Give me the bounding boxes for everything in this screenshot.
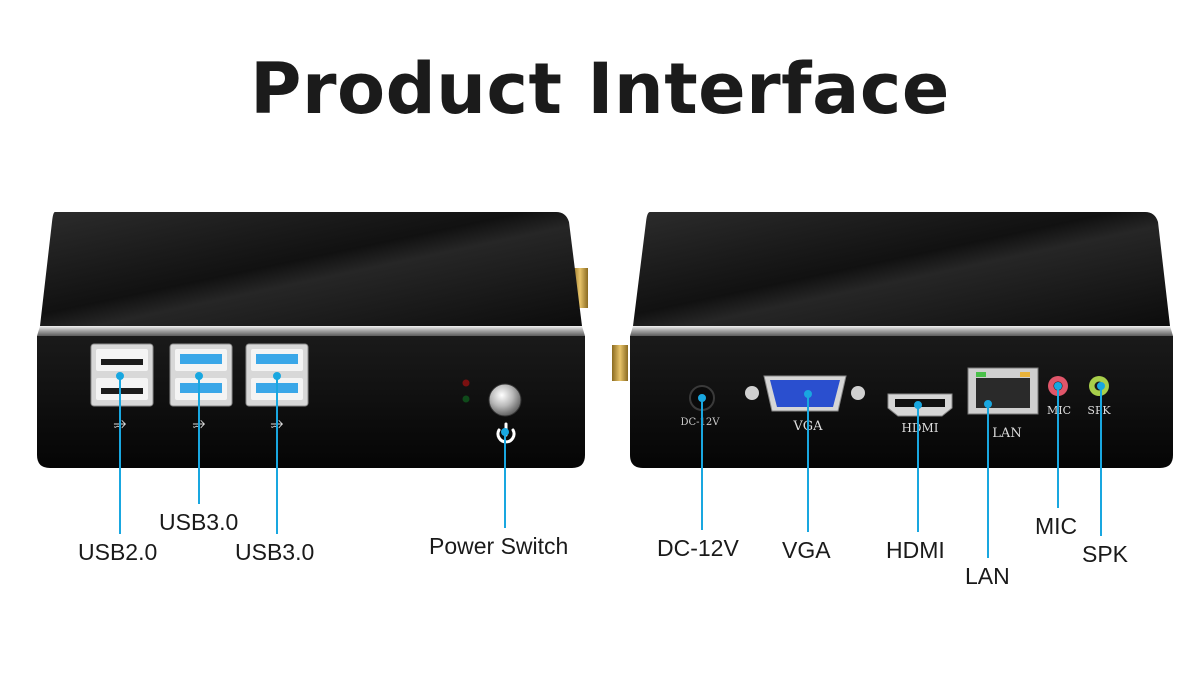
antenna-connector <box>612 345 628 381</box>
front-unit-bezel <box>37 326 585 336</box>
callout-label-usb2: USB2.0 <box>78 539 158 565</box>
callout-dot <box>984 400 992 408</box>
front-unit: ⭌ ⭌ ⭌ <box>37 212 588 468</box>
callout-dot <box>1097 382 1105 390</box>
lan-silkscreen: LAN <box>992 426 1021 441</box>
rear-unit-top <box>633 212 1170 326</box>
status-led-green <box>462 395 470 403</box>
callout-label-mic: MIC <box>1035 513 1078 539</box>
rear-unit-bezel <box>630 326 1173 336</box>
callout-label-spk: SPK <box>1082 541 1129 567</box>
callout-lines <box>116 372 1105 558</box>
front-unit-top <box>40 212 582 326</box>
page-title: Product Interface <box>250 48 950 130</box>
callout-dot <box>116 372 124 380</box>
callout-label-hdmi: HDMI <box>886 537 945 563</box>
dc-silkscreen: DC-12V <box>681 417 721 428</box>
callout-dot <box>273 372 281 380</box>
hdmi-silkscreen: HDMI <box>901 421 938 435</box>
callout-label-usb3-b: USB3.0 <box>235 539 315 565</box>
callout-dot <box>195 372 203 380</box>
callout-label-lan: LAN <box>965 563 1010 589</box>
callout-dot <box>804 390 812 398</box>
callout-dot <box>698 394 706 402</box>
callout-label-dc: DC-12V <box>657 535 739 561</box>
callout-label-power: Power Switch <box>429 533 569 559</box>
spk-silkscreen: SPK <box>1087 404 1111 417</box>
power-button <box>488 383 522 417</box>
rear-unit: DC-12V VGA HDMI LAN MIC <box>612 212 1173 468</box>
callout-dot <box>501 428 509 436</box>
callout-label-usb3-a: USB3.0 <box>159 509 239 535</box>
lan-port <box>967 367 1039 415</box>
status-led-red <box>462 379 470 387</box>
callout-dot <box>914 401 922 409</box>
callout-dot <box>1054 382 1062 390</box>
callout-label-vga: VGA <box>782 537 831 563</box>
